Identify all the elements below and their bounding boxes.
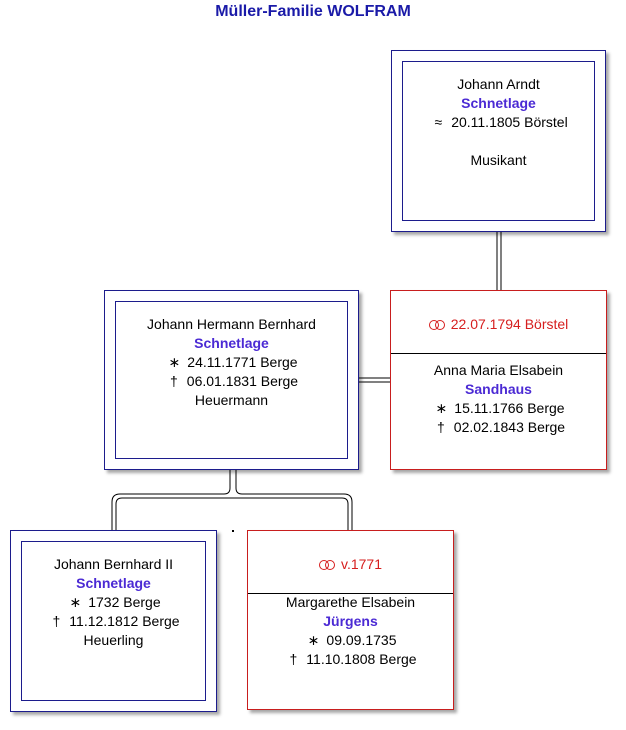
death-cross-icon: † bbox=[289, 651, 298, 667]
partner-divider bbox=[248, 593, 453, 594]
death-line: † 06.01.1831 Berge bbox=[105, 372, 358, 391]
birth-text: 15.11.1766 Berge bbox=[454, 400, 565, 416]
birth-line: ∗ 24.11.1771 Berge bbox=[105, 353, 358, 372]
marriage-line: v.1771 bbox=[248, 555, 453, 574]
person-occupation: Heuerling bbox=[83, 632, 144, 648]
birth-line: ∗ 09.09.1735 bbox=[248, 631, 453, 650]
person-occupation: Heuermann bbox=[194, 392, 269, 408]
person-surname: Schnetlage bbox=[194, 335, 269, 351]
connector-descent-inner bbox=[115, 497, 349, 530]
person-given-name: Margarethe Elsabein bbox=[285, 594, 416, 610]
person-box-johann-hermann[interactable]: Johann Hermann Bernhard Schnetlage ∗ 24.… bbox=[104, 290, 359, 470]
death-text: 11.10.1808 Berge bbox=[306, 651, 417, 667]
death-text: 02.02.1843 Berge bbox=[453, 419, 566, 435]
birth-text: 24.11.1771 Berge bbox=[187, 354, 298, 370]
person-box-inner bbox=[402, 61, 595, 221]
birth-line: ∗ 15.11.1766 Berge bbox=[391, 399, 606, 418]
death-text: 11.12.1812 Berge bbox=[69, 613, 180, 629]
baptism-icon: ≈ bbox=[434, 114, 443, 130]
connector-descent-line bbox=[111, 470, 231, 530]
connector-descent-line-2 bbox=[235, 470, 353, 530]
person-given-name: Johann Bernhard II bbox=[53, 556, 174, 572]
marriage-text: v.1771 bbox=[341, 556, 382, 572]
person-given-name: Johann Hermann Bernhard bbox=[147, 316, 316, 332]
death-cross-icon: † bbox=[52, 613, 61, 629]
birth-star-icon: ∗ bbox=[435, 400, 448, 416]
death-cross-icon: † bbox=[169, 373, 178, 389]
death-line: † 02.02.1843 Berge bbox=[391, 418, 606, 437]
marriage-rings-icon bbox=[319, 560, 335, 571]
person-occupation: Musikant bbox=[470, 152, 527, 168]
person-surname: Jürgens bbox=[323, 613, 378, 629]
connector-dot bbox=[232, 530, 234, 532]
partner-divider bbox=[391, 353, 606, 354]
person-given-name: Johann Arndt bbox=[457, 76, 540, 92]
marriage-text: 22.07.1794 Börstel bbox=[450, 316, 569, 332]
page-title: Müller-Familie WOLFRAM bbox=[215, 3, 411, 20]
birth-text: 09.09.1735 bbox=[326, 632, 397, 648]
death-line: † 11.12.1812 Berge bbox=[11, 612, 216, 631]
birth-text: 1732 Berge bbox=[88, 594, 161, 610]
partner-box-anna-maria[interactable]: 22.07.1794 Börstel Anna Maria Elsabein S… bbox=[390, 290, 607, 470]
person-given-name: Anna Maria Elsabein bbox=[433, 362, 564, 378]
birth-star-icon: ∗ bbox=[307, 632, 320, 648]
person-box-johann-arndt[interactable]: Johann Arndt Schnetlage ≈ 20.11.1805 Bör… bbox=[391, 50, 606, 232]
person-surname: Schnetlage bbox=[461, 95, 536, 111]
partner-box-margarethe[interactable]: v.1771 Margarethe Elsabein Jürgens ∗ 09.… bbox=[247, 530, 454, 710]
death-line: † 11.10.1808 Berge bbox=[248, 650, 453, 669]
baptism-line: ≈ 20.11.1805 Börstel bbox=[392, 113, 605, 132]
person-box-inner bbox=[21, 541, 206, 701]
birth-star-icon: ∗ bbox=[168, 354, 181, 370]
person-box-inner bbox=[115, 301, 348, 459]
person-surname: Schnetlage bbox=[76, 575, 151, 591]
death-text: 06.01.1831 Berge bbox=[186, 373, 299, 389]
baptism-text: 20.11.1805 Börstel bbox=[451, 114, 568, 130]
marriage-line: 22.07.1794 Börstel bbox=[391, 315, 606, 334]
birth-line: ∗ 1732 Berge bbox=[11, 593, 216, 612]
marriage-rings-icon bbox=[428, 320, 445, 331]
birth-star-icon: ∗ bbox=[69, 594, 82, 610]
death-cross-icon: † bbox=[436, 419, 445, 435]
person-surname: Sandhaus bbox=[465, 381, 532, 397]
person-box-johann-bernhard-ii[interactable]: Johann Bernhard II Schnetlage ∗ 1732 Ber… bbox=[10, 530, 217, 712]
